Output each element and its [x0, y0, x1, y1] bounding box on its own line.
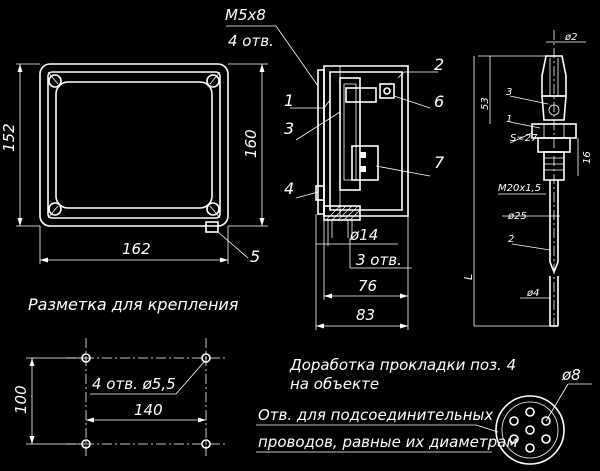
notes: Доработка прокладки поз. 4 на объекте От…	[256, 356, 518, 453]
pos-5-label: 5	[250, 247, 260, 266]
housing-lid	[55, 81, 213, 209]
holes-top-label: 4 отв.	[228, 32, 274, 50]
holes-3-label: 3 отв.	[356, 251, 402, 269]
dim-phi8-label: ø8	[561, 366, 581, 384]
dim-162-label: 162	[122, 240, 151, 258]
note-gasket-line1: Доработка прокладки поз. 4	[289, 356, 516, 374]
pos-7-label: 7	[434, 153, 445, 172]
module-7	[351, 145, 379, 181]
dim-100-label: 100	[12, 385, 30, 414]
dim-83-label: 83	[356, 306, 375, 324]
dim-160-label: 160	[242, 129, 260, 158]
housing-outline	[39, 63, 229, 227]
pos-3-label: 3	[284, 119, 294, 138]
dim-14-label: ø14	[349, 226, 378, 244]
sensor-view: ø2 53 L 3 1 S=27 16 M20x1,5 ø25 2 ø4	[462, 30, 593, 327]
sensor-thread	[543, 151, 565, 181]
sensor-16: 16	[582, 151, 593, 164]
housing-rim	[47, 71, 221, 219]
side-view: M5x8 4 отв. 2 6 7 1	[225, 6, 445, 330]
screw-6	[379, 83, 395, 99]
section-title: Разметка для крепления	[28, 295, 239, 314]
gland-section	[323, 205, 361, 221]
sensor-pos2: 2	[508, 234, 514, 245]
sensor-pos3: 3	[506, 87, 512, 98]
sensor-s27: S=27	[510, 133, 538, 144]
note-holes-line2: проводов, равные их диаметрам	[258, 433, 518, 451]
gasket-4	[315, 185, 325, 201]
sensor-phi4: ø4	[526, 288, 539, 299]
leader-5	[217, 231, 249, 259]
side-lid	[317, 69, 325, 215]
pos-2-label: 2	[434, 55, 444, 74]
note-gasket-line2: на объекте	[290, 375, 379, 393]
front-view: 5 162 152 160	[0, 63, 268, 266]
sensor-53: 53	[480, 97, 491, 110]
note-holes-line1: Отв. для подсоединительных	[258, 406, 493, 424]
sensor-phi2: ø2	[564, 32, 577, 43]
thread-label: M5x8	[225, 6, 266, 24]
mount-hole	[201, 353, 211, 363]
housing-corner-bevels	[47, 71, 221, 219]
mount-hole-br	[206, 202, 220, 216]
pos-1-label: 1	[284, 91, 294, 110]
mount-hole-tl	[48, 74, 62, 88]
sensor-thread-label: M20x1,5	[498, 183, 541, 194]
sensor-phi25: ø25	[507, 211, 527, 222]
sensor-pos1: 1	[506, 114, 512, 125]
mount-hole-bl	[48, 202, 62, 216]
pos-4-label: 4	[284, 179, 294, 198]
mount-hole	[201, 439, 211, 449]
leader-thread	[275, 25, 319, 87]
terminal-block	[339, 77, 361, 191]
holes-4-label: 4 отв. ø5,5	[92, 375, 176, 393]
gland-disc	[495, 395, 565, 465]
sensor-L: L	[462, 274, 475, 280]
mounting-layout: Разметка для крепления 100 4 отв. ø5,5 1…	[12, 295, 239, 456]
mount-hole-tr	[206, 74, 220, 88]
pos-6-label: 6	[434, 92, 444, 111]
dim-140-label: 140	[134, 401, 163, 419]
earth-screw	[205, 221, 219, 233]
gland-detail: ø8	[495, 366, 592, 465]
dim-152-label: 152	[0, 123, 18, 152]
dim-76-label: 76	[358, 277, 377, 295]
